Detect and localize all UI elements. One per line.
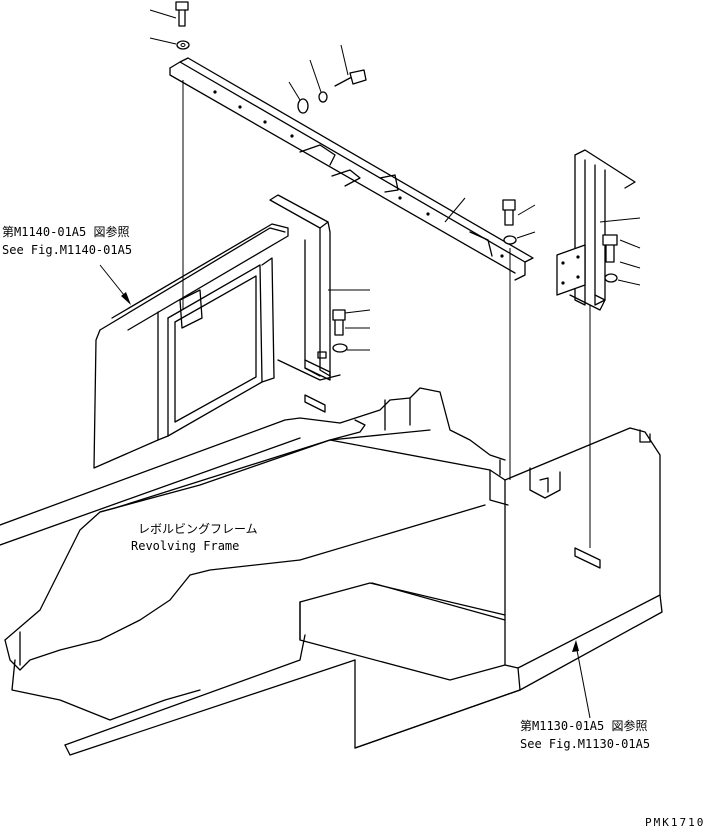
bolt-horizontal: [297, 69, 367, 114]
ref-m1130-en-label: See Fig.M1130-01A5: [520, 737, 650, 751]
arrowheads: [121, 292, 579, 652]
ref-m1130-jp-label: 第M1130-01A5 図参照: [520, 718, 647, 733]
left-vertical-stay: [269, 194, 331, 413]
bolt-top: [175, 1, 190, 50]
ref-m1140-jp-label: 第M1140-01A5 図参照: [2, 224, 129, 239]
revolving-frame: [0, 223, 663, 756]
revolving-frame-en-label: Revolving Frame: [131, 539, 239, 553]
bolt-left-stay: [332, 309, 348, 353]
ref-m1140-en-label: See Fig.M1140-01A5: [2, 243, 132, 257]
bolt-cross-member: [502, 199, 517, 245]
cross-member-bracket: [169, 57, 534, 281]
revolving-frame-jp-label: レボルビングフレーム: [138, 522, 258, 536]
drawing-code-label: PMK1710: [645, 816, 705, 829]
bolt-right-stay: [602, 234, 618, 283]
assembly-lines: [182, 80, 591, 548]
right-vertical-stay: [556, 149, 636, 569]
leader-lines: [99, 9, 641, 719]
